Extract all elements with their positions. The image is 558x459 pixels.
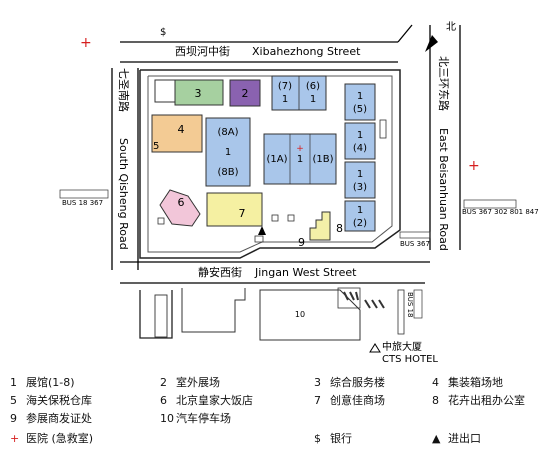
bus-stop-south: BUS 367 bbox=[400, 240, 430, 248]
zone-7 bbox=[206, 192, 263, 227]
street-south-en: Jingan West Street bbox=[254, 266, 357, 279]
hotel-icon bbox=[369, 343, 381, 353]
zone-7-label: 7 bbox=[239, 207, 246, 220]
zone-3 bbox=[174, 79, 224, 106]
exhibition-map: 3 2 (7) 1 (6) 1 4 5 (8A) 1 (8B) (1A) 1 (… bbox=[59, 21, 539, 365]
hospital-cross-icon: + bbox=[468, 158, 480, 174]
hall-3-code: 1 bbox=[357, 169, 363, 180]
hall-7-number: (7) bbox=[278, 81, 292, 92]
zone-10-label: 10 bbox=[295, 310, 305, 319]
hall-5-number: (5) bbox=[353, 104, 367, 115]
hall-8b-label: (8B) bbox=[217, 167, 238, 178]
hospital-cross-icon: + bbox=[80, 35, 92, 51]
zone-6-label: 6 bbox=[178, 196, 185, 209]
street-north-en: Xibahezhong Street bbox=[252, 45, 361, 58]
street-west-en: South Qisheng Road bbox=[117, 138, 130, 250]
hall-central-code: 1 bbox=[297, 154, 303, 165]
hall-1-central bbox=[263, 133, 337, 185]
hall-6-number: (6) bbox=[306, 81, 320, 92]
hall-4-number: (4) bbox=[353, 143, 367, 154]
hall-3 bbox=[344, 161, 376, 199]
hall-1b-label: (1B) bbox=[312, 154, 333, 165]
hotel-name-en: CTS HOTEL bbox=[382, 354, 438, 365]
bus-stop-west: BUS 18 367 bbox=[62, 199, 103, 207]
hall-2 bbox=[344, 200, 376, 232]
hall-2-code: 1 bbox=[357, 205, 363, 216]
hall-3-number: (3) bbox=[353, 182, 367, 193]
exit-arrow-icon bbox=[425, 35, 438, 52]
bus-stop-east: BUS 367 302 801 847 bbox=[462, 208, 539, 216]
street-east-cn: 北三环东路 bbox=[437, 56, 450, 111]
zone-4-label: 4 bbox=[178, 123, 185, 136]
hall-4-code: 1 bbox=[357, 130, 363, 141]
hall-8a-label: (8A) bbox=[217, 127, 238, 138]
hall-8 bbox=[205, 117, 251, 187]
exit-arrow-icon: ▲ bbox=[432, 432, 441, 445]
north-marker: 北 bbox=[446, 21, 456, 33]
zone-2-label: 2 bbox=[242, 87, 249, 100]
zone-4 bbox=[151, 114, 203, 153]
hall-8-code: 1 bbox=[225, 147, 231, 158]
legend-bank: $银行 bbox=[314, 432, 352, 445]
legend-hospital: +医院 (急救室) bbox=[10, 432, 94, 445]
zone-10 bbox=[259, 289, 361, 341]
bus-stop-southeast: BUS 18 bbox=[406, 292, 414, 318]
zone-5-label: 5 bbox=[153, 141, 159, 152]
hall-6-code: 1 bbox=[310, 94, 316, 105]
hall-7-code: 1 bbox=[282, 94, 288, 105]
bank-icon: $ bbox=[160, 27, 166, 38]
hall-2-number: (2) bbox=[353, 218, 367, 229]
hall-1a-label: (1A) bbox=[266, 154, 287, 165]
zone-9-label: 9 bbox=[298, 236, 305, 249]
zone-2 bbox=[229, 79, 261, 107]
hotel-name-cn: 中旅大厦 bbox=[382, 340, 422, 353]
hall-4 bbox=[344, 122, 376, 160]
street-south-cn: 静安西街 bbox=[198, 265, 242, 279]
zone-3-label: 3 bbox=[195, 87, 202, 100]
zone-8-label: 8 bbox=[336, 222, 343, 235]
hall-5 bbox=[344, 83, 376, 121]
legend-exit: ▲进出口 bbox=[432, 432, 481, 445]
street-east-en: East Beisanhuan Road bbox=[437, 128, 450, 251]
exit-arrow-icon bbox=[258, 226, 266, 235]
zone-6 bbox=[159, 189, 201, 227]
hospital-cross-icon: + bbox=[10, 432, 20, 445]
zone-8 bbox=[309, 211, 331, 241]
street-north-cn: 西坝河中街 bbox=[175, 44, 230, 58]
street-west-cn: 七圣南路 bbox=[117, 68, 130, 112]
hall-5-code: 1 bbox=[357, 91, 363, 102]
bank-icon: $ bbox=[314, 432, 321, 445]
center-cross-icon: + bbox=[296, 144, 304, 154]
